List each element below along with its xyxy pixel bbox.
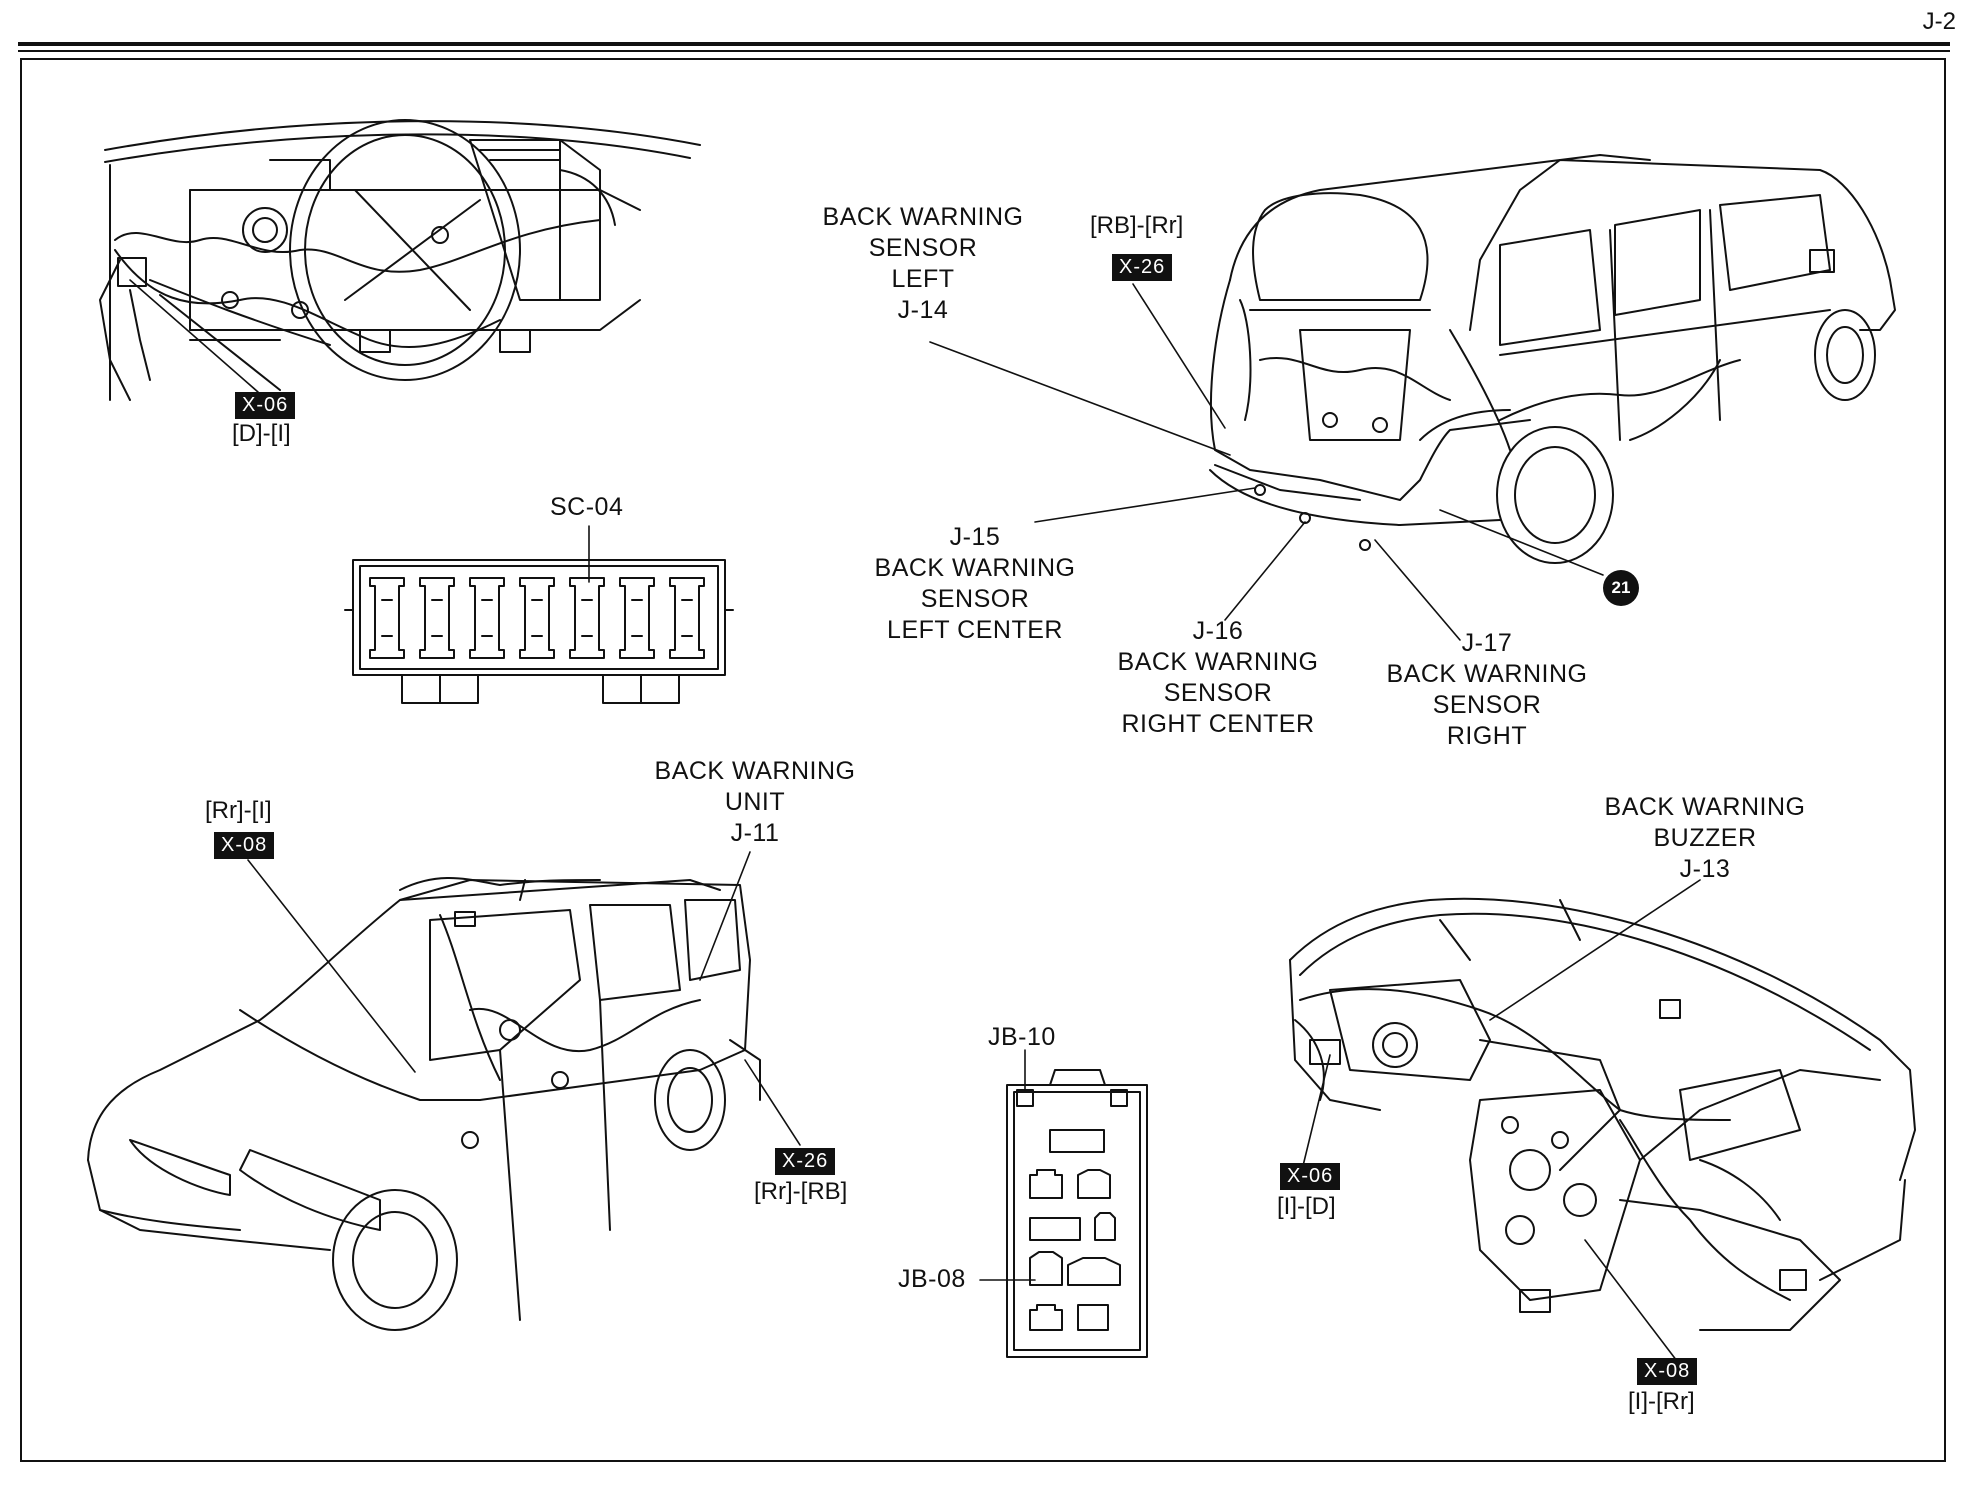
sc04-slot-contact: [381, 599, 393, 637]
j14-line-1: BACK WARNING: [822, 203, 1024, 231]
diagram-frame: [20, 58, 1946, 1462]
vehicle-front-drawing: [87, 877, 761, 1331]
j16-line-1: J-16: [1192, 617, 1244, 645]
x06-connector-code-right: [I]-[D]: [1277, 1193, 1336, 1220]
x08-connector-code-left: [Rr]-[I]: [205, 797, 272, 824]
j14-line-2: SENSOR: [868, 234, 978, 262]
x26-connector-code-top: [RB]-[Rr]: [1090, 212, 1184, 239]
j15-line-3: SENSOR: [920, 585, 1030, 613]
dashboard-harness-drawing: [1289, 897, 1916, 1331]
j13-callout: BACK WARNING BUZZER J-13: [1590, 792, 1820, 885]
j13-line-2: BUZZER: [1653, 824, 1757, 852]
sc04-slot-contact: [631, 599, 643, 637]
j16-callout: J-16 BACK WARNING SENSOR RIGHT CENTER: [1103, 616, 1333, 740]
x06-connector-badge-right: X-06: [1280, 1163, 1341, 1190]
x26-connector-badge-top: X-26: [1112, 254, 1173, 281]
j11-line-2: UNIT: [724, 788, 786, 816]
j17-callout: J-17 BACK WARNING SENSOR RIGHT: [1372, 628, 1602, 752]
j17-line-1: J-17: [1461, 629, 1513, 657]
j16-line-4: RIGHT CENTER: [1121, 710, 1315, 738]
j15-line-4: LEFT CENTER: [887, 616, 1063, 644]
j11-callout: BACK WARNING UNIT J-11: [640, 756, 870, 849]
j16-line-3: SENSOR: [1163, 679, 1273, 707]
sc04-slot: [419, 577, 455, 659]
j11-line-3: J-11: [730, 819, 780, 847]
j16-line-2: BACK WARNING: [1117, 648, 1319, 676]
x06-connector-code-top: [D]-[I]: [232, 420, 291, 447]
x06-connector-badge-top: X-06: [235, 392, 296, 419]
jb10-block-drawing: [1006, 1069, 1148, 1358]
sc04-slot-contact: [431, 599, 443, 637]
sc04-slot: [519, 577, 555, 659]
sc04-slot-contact: [681, 599, 693, 637]
sc04-slot-contact: [531, 599, 543, 637]
page-number: J-2: [1922, 8, 1956, 35]
j14-callout: BACK WARNING SENSOR LEFT J-14: [808, 202, 1038, 326]
x26-connector-badge-bottom: X-26: [775, 1148, 836, 1175]
j15-callout: J-15 BACK WARNING SENSOR LEFT CENTER: [860, 522, 1090, 646]
j11-line-1: BACK WARNING: [654, 757, 856, 785]
vehicle-rear-drawing: [1209, 154, 1896, 564]
x08-connector-badge-right: X-08: [1637, 1358, 1698, 1385]
x08-connector-code-right: [I]-[Rr]: [1628, 1388, 1695, 1415]
j14-line-4: J-14: [897, 296, 949, 324]
sc04-label: SC-04: [550, 493, 624, 521]
sc04-slot: [369, 577, 405, 659]
jb10-label: JB-10: [988, 1023, 1056, 1051]
sc04-slot: [569, 577, 605, 659]
ground-point-21-badge: 21: [1603, 570, 1639, 606]
j13-line-3: J-13: [1679, 855, 1731, 883]
sc04-slot: [669, 577, 705, 659]
x26-connector-code-bottom: [Rr]-[RB]: [754, 1178, 848, 1205]
x08-connector-badge-left: X-08: [214, 832, 275, 859]
sc04-slot-contact: [581, 599, 593, 637]
j15-line-1: J-15: [949, 523, 1001, 551]
sc04-slot: [469, 577, 505, 659]
jb08-label: JB-08: [898, 1265, 966, 1293]
j13-line-1: BACK WARNING: [1604, 793, 1806, 821]
sc04-slot: [619, 577, 655, 659]
leader-lines: [129, 279, 1701, 1366]
sc04-block-drawing: [344, 559, 734, 704]
j17-line-2: BACK WARNING: [1386, 660, 1588, 688]
j17-line-3: SENSOR: [1432, 691, 1542, 719]
j17-line-4: RIGHT: [1446, 722, 1528, 750]
sc04-slot-contact: [481, 599, 493, 637]
header-rule-thin: [18, 50, 1950, 52]
instrument-panel-harness-drawing: [99, 119, 701, 401]
j14-line-3: LEFT: [891, 265, 955, 293]
j15-line-2: BACK WARNING: [874, 554, 1076, 582]
header-rule-thick: [18, 42, 1950, 46]
